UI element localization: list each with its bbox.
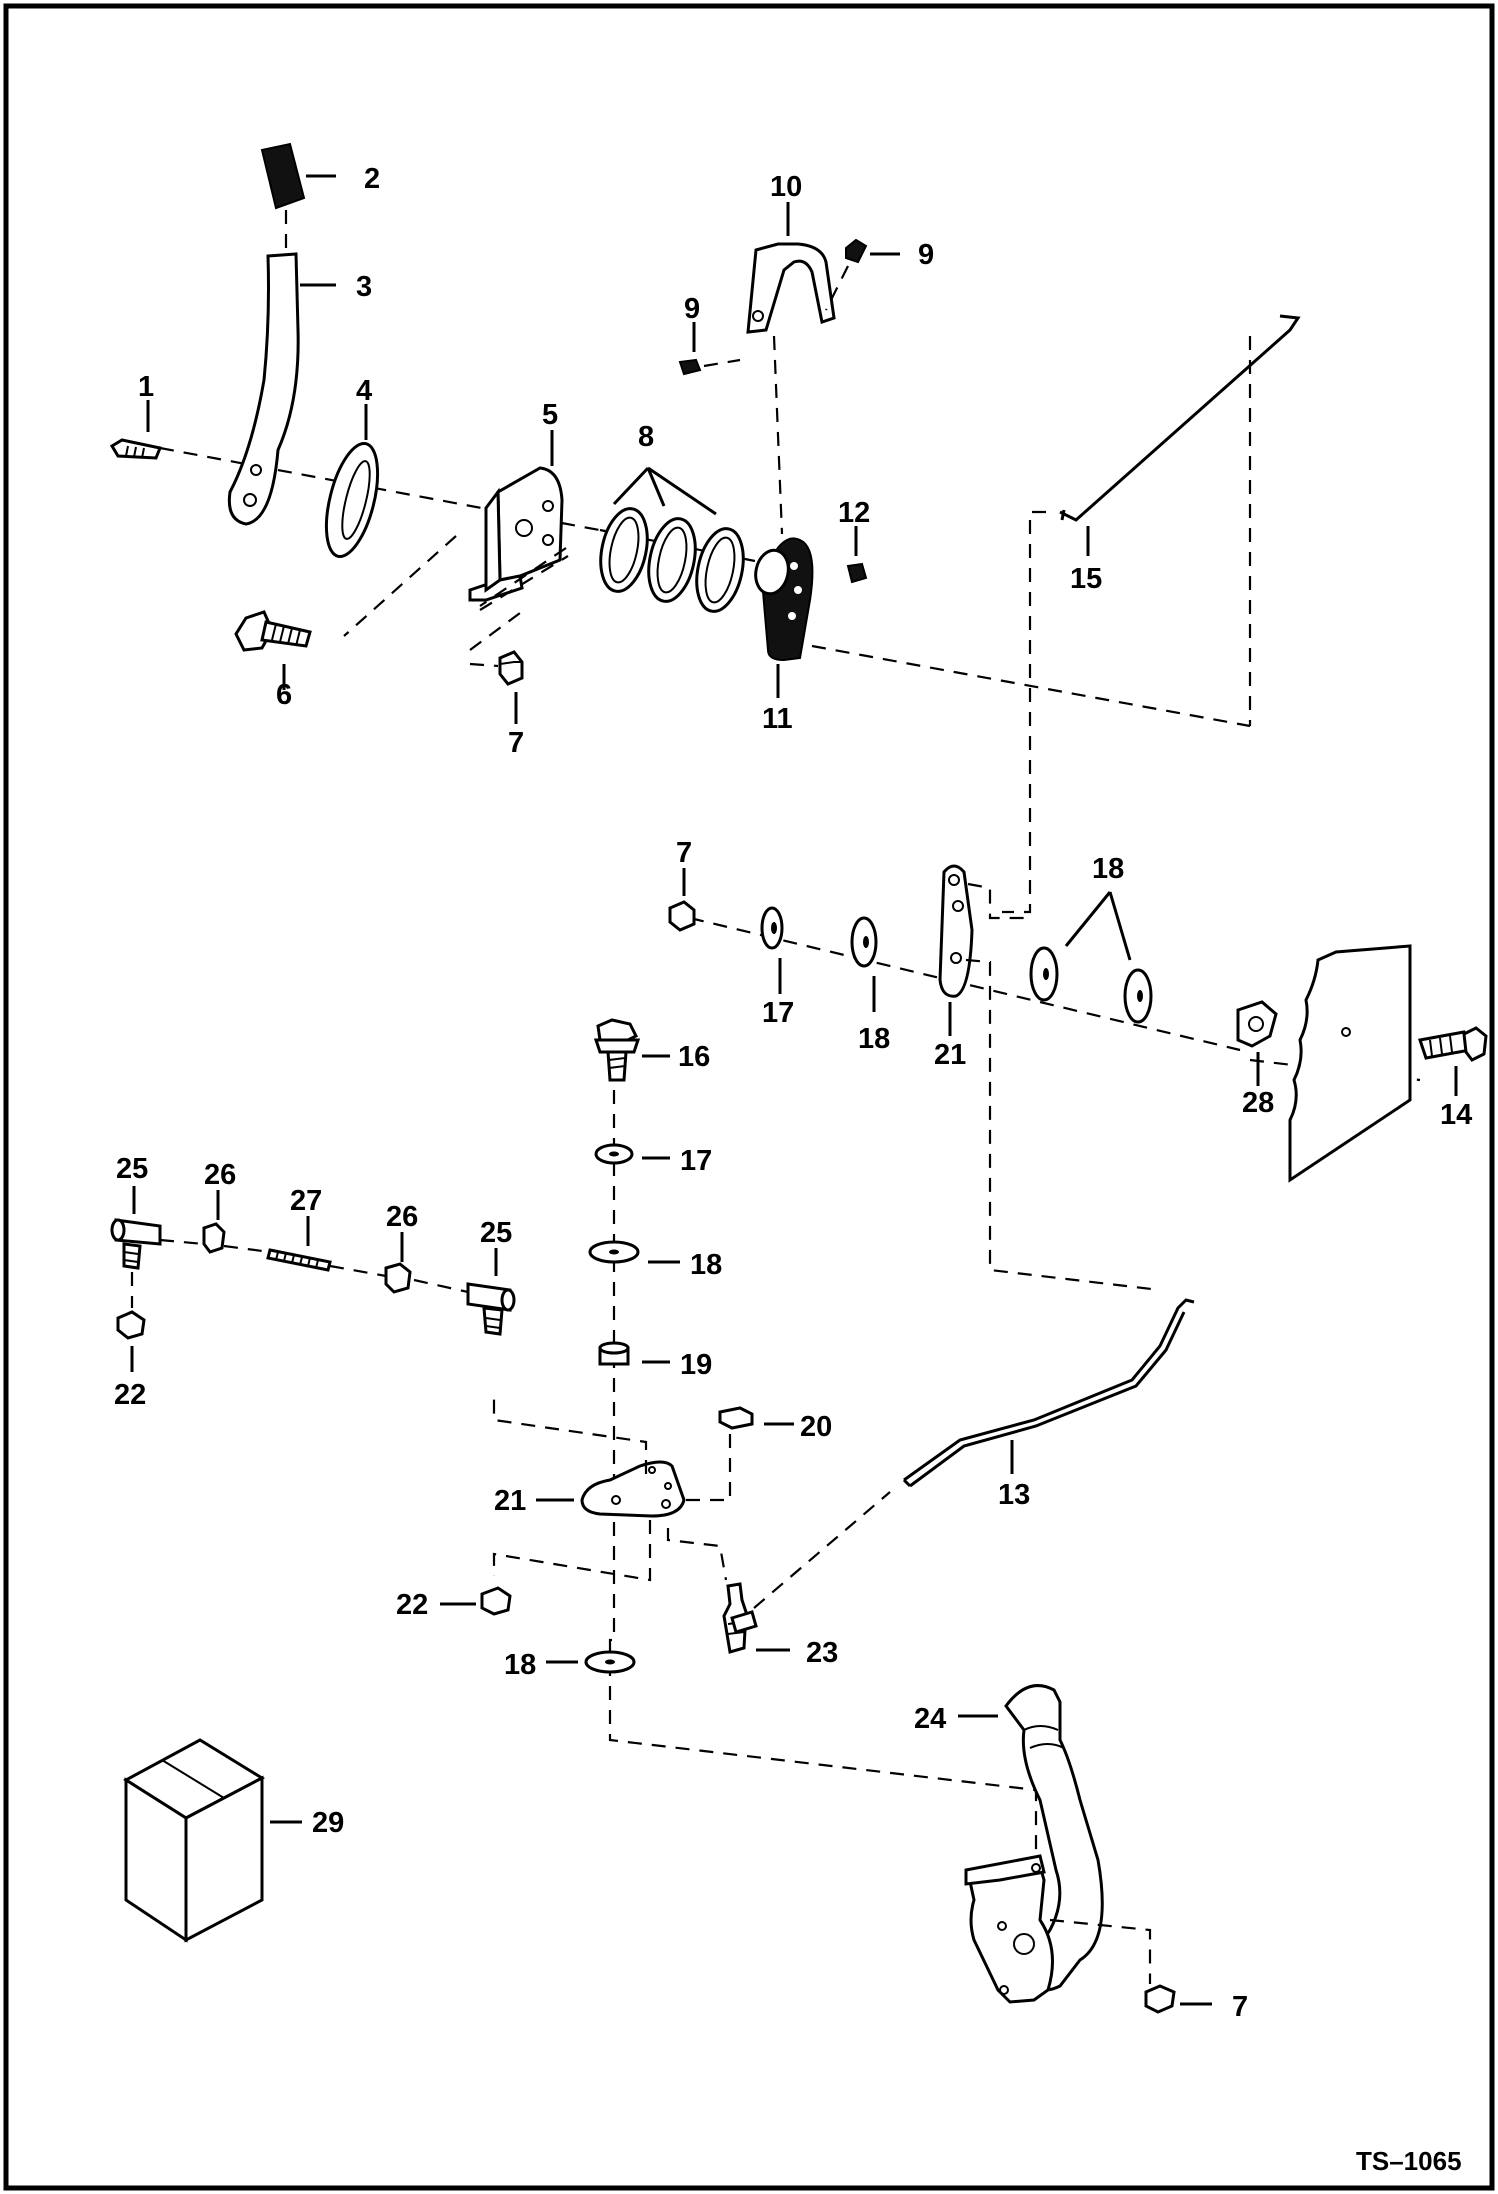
callout-17-middle: 17	[762, 997, 794, 1029]
callout-22-lower: 22	[396, 1589, 428, 1621]
threaded-rod-part	[159, 1216, 469, 1294]
o-rings-part	[599, 466, 745, 613]
callout-4: 4	[356, 375, 372, 407]
washer-large-middle-1	[850, 916, 878, 1012]
callout-16: 16	[678, 1041, 710, 1073]
lever-plate-lower	[492, 1396, 728, 1582]
callout-27: 27	[290, 1185, 322, 1217]
frame-panel	[1288, 944, 1412, 1183]
linkage-rod-part	[902, 1298, 1195, 1488]
drawing-border	[3, 3, 1495, 2191]
washer-part	[324, 404, 380, 559]
callout-15: 15	[1070, 563, 1102, 595]
u-bracket-part	[746, 202, 836, 535]
callout-21-lower: 21	[494, 1485, 526, 1517]
rod-end-part-left	[110, 1186, 162, 1270]
drawing-reference: TS–1065	[1356, 2146, 1462, 2176]
callout-28: 28	[1242, 1087, 1274, 1119]
callout-25-right: 25	[480, 1217, 512, 1249]
callout-18-middle: 18	[858, 1023, 890, 1055]
nut-part-20	[680, 1406, 794, 1502]
washer-large-stack-bottom	[546, 1650, 636, 1674]
callout-21-middle: 21	[934, 1039, 966, 1071]
callout-20: 20	[800, 1411, 832, 1443]
callout-5: 5	[542, 399, 558, 431]
washer-large-stack-top	[588, 1240, 680, 1264]
lever-part	[227, 252, 336, 526]
callout-23: 23	[806, 1637, 838, 1669]
callout-18-middle-group: 18	[1092, 853, 1124, 885]
flange-bolt-part	[593, 1018, 670, 1082]
washer-small-stack	[594, 1143, 670, 1165]
washer-large-middle-2	[1029, 946, 1059, 1002]
callout-7-top: 7	[508, 727, 524, 759]
nut-part-middle	[668, 868, 696, 932]
small-nut-part	[846, 526, 868, 584]
pedal-assembly-part	[958, 1684, 1152, 2004]
callout-12: 12	[838, 497, 870, 529]
rod-part	[1002, 314, 1301, 914]
callout-8: 8	[638, 421, 654, 453]
jam-nut-part-right	[384, 1232, 412, 1294]
callout-1: 1	[138, 371, 154, 403]
washer-large-middle-3	[1123, 968, 1153, 1024]
callout-11: 11	[762, 703, 793, 735]
callout-17-stack: 17	[680, 1145, 712, 1177]
callout-3: 3	[356, 271, 372, 303]
callout-9-right: 9	[918, 239, 934, 271]
set-screw-part-left	[678, 322, 741, 376]
clip-nut-part	[1236, 1000, 1278, 1086]
callout-18-stack-bottom: 18	[504, 1649, 536, 1681]
callout-22-upper: 22	[114, 1379, 146, 1411]
rod-end-part-right	[466, 1248, 516, 1336]
kit-box-part	[123, 1738, 302, 1943]
ball-joint-part	[722, 1491, 891, 1654]
callout-25-left: 25	[116, 1153, 148, 1185]
callout-9-left: 9	[684, 293, 700, 325]
hex-bolt-part	[234, 610, 312, 690]
cam-hub-part	[754, 537, 1251, 728]
vertical-axis-stack	[608, 1090, 1038, 1860]
callout-6: 6	[276, 679, 292, 711]
washer-small-middle	[760, 906, 784, 994]
nut-part-22-lower	[440, 1586, 512, 1616]
callout-7-middle: 7	[676, 837, 692, 869]
bolt-part	[109, 400, 163, 460]
callout-29: 29	[312, 1807, 344, 1839]
callout-labels: 2 3 1 4 5 8 10 9 9 12 15 6 11 7 7 18 17 …	[114, 163, 1472, 2176]
leader-18-washers	[1064, 891, 1132, 961]
callout-24: 24	[914, 1703, 946, 1735]
callout-19: 19	[680, 1349, 712, 1381]
nut-part-lower	[1144, 1984, 1212, 2014]
callout-14: 14	[1440, 1099, 1472, 1131]
nut-part-top	[469, 650, 524, 724]
callout-26-left: 26	[204, 1159, 236, 1191]
jam-nut-part-left	[202, 1190, 226, 1254]
bracket-part	[343, 430, 569, 651]
lever-plate-middle	[938, 864, 1161, 1292]
handle-grip-part	[260, 142, 336, 250]
callout-10: 10	[770, 171, 802, 203]
callout-7-lower: 7	[1232, 1991, 1248, 2023]
callout-2: 2	[364, 163, 380, 195]
callout-26-right: 26	[386, 1201, 418, 1233]
callout-18-stack-top: 18	[690, 1249, 722, 1281]
spacer-part	[598, 1341, 670, 1366]
nut-part-22-upper	[116, 1272, 146, 1372]
callout-13: 13	[998, 1479, 1030, 1511]
set-screw-part-right	[825, 238, 900, 311]
bolt-part-right	[1418, 1026, 1488, 1096]
